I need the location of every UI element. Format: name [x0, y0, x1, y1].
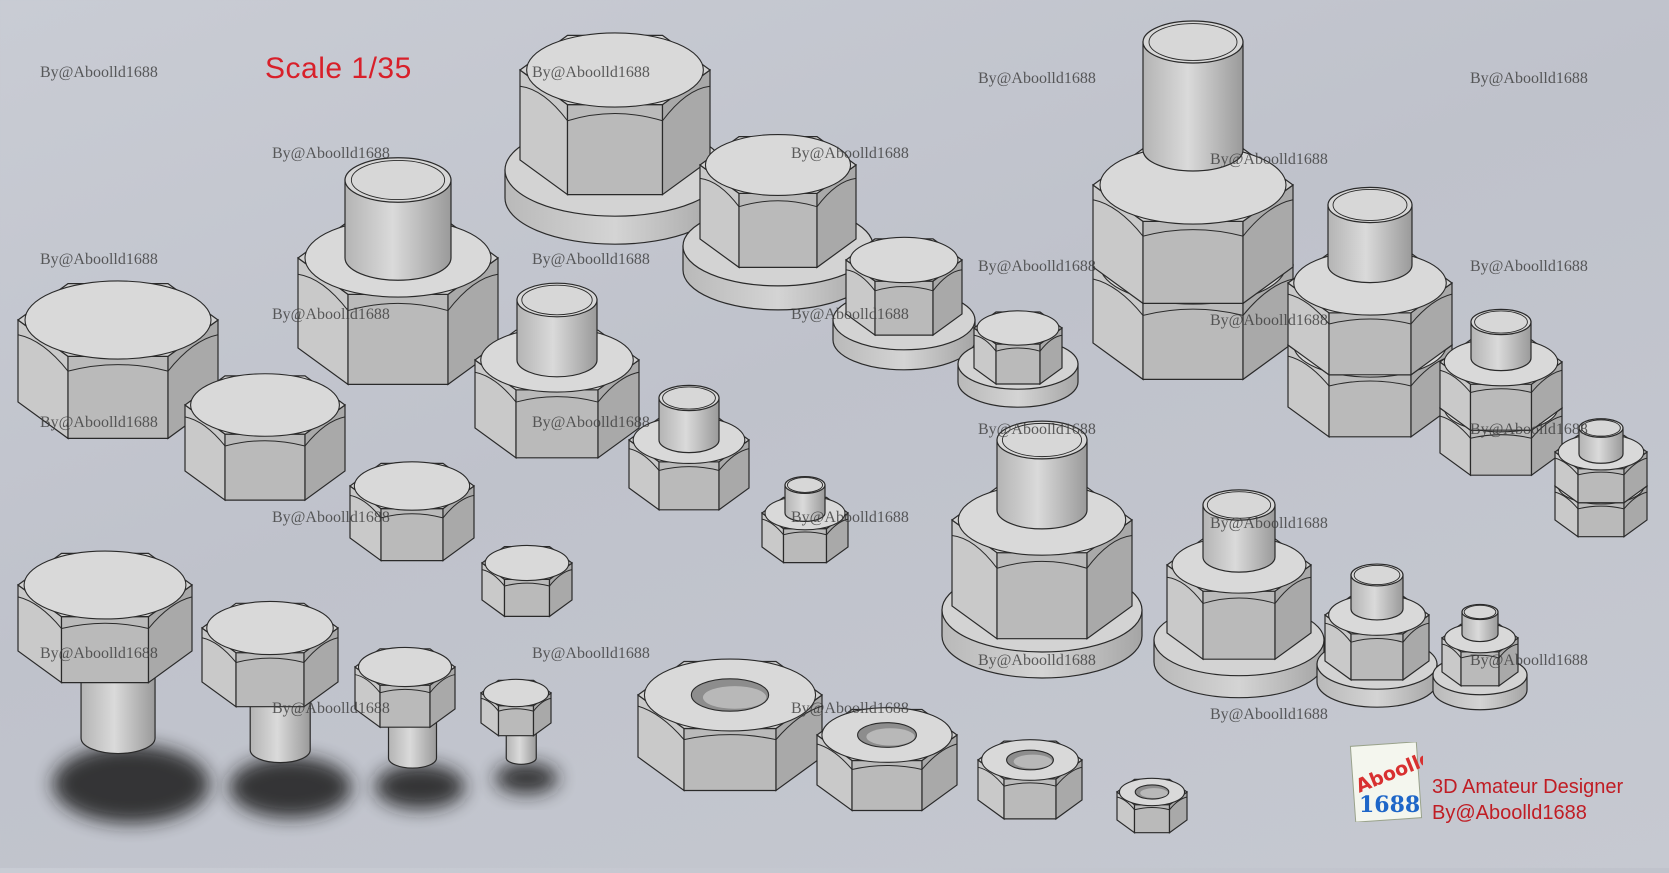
watermark: By@Aboolld1688	[40, 64, 158, 81]
scale-title: Scale 1/35	[265, 52, 412, 85]
watermark: By@Aboolld1688	[978, 421, 1096, 438]
watermark: By@Aboolld1688	[978, 70, 1096, 87]
cap-dome	[1202, 489, 1276, 573]
cast-shadow	[52, 744, 210, 824]
author-credit: 3D Amateur Designer By@Aboolld1688	[1432, 774, 1623, 826]
aboolld-logo: Aboolld 1688	[1349, 741, 1436, 823]
watermark: By@Aboolld1688	[1470, 70, 1588, 87]
watermark: By@Aboolld1688	[532, 414, 650, 431]
watermark: By@Aboolld1688	[532, 645, 650, 662]
upper-nut	[1091, 145, 1295, 305]
threaded-stud	[1578, 418, 1624, 464]
cap-dome	[1350, 563, 1404, 621]
threaded-stud	[1142, 20, 1244, 172]
watermark: By@Aboolld1688	[1210, 515, 1328, 532]
watermark: By@Aboolld1688	[272, 700, 390, 717]
cast-shadow	[495, 762, 558, 794]
bolt-head	[16, 550, 194, 684]
cap-dome	[784, 476, 826, 522]
threaded-stud	[1470, 308, 1532, 372]
watermark: By@Aboolld1688	[40, 645, 158, 662]
watermark: By@Aboolld1688	[791, 306, 909, 323]
watermark: By@Aboolld1688	[532, 64, 650, 81]
watermark: By@Aboolld1688	[1470, 258, 1588, 275]
cap-dome	[516, 282, 598, 378]
hex-nut	[480, 544, 574, 618]
hex-nut	[16, 280, 220, 440]
hex-nut	[348, 461, 476, 562]
hex-nut	[1115, 777, 1189, 834]
cap-dome	[996, 420, 1088, 530]
watermark: By@Aboolld1688	[40, 414, 158, 431]
cap-dome	[658, 384, 720, 454]
watermark: By@Aboolld1688	[978, 258, 1096, 275]
watermark: By@Aboolld1688	[1470, 421, 1588, 438]
watermark: By@Aboolld1688	[1210, 706, 1328, 723]
bolt-head	[479, 678, 553, 737]
flange-nut	[698, 133, 858, 269]
watermark: By@Aboolld1688	[791, 145, 909, 162]
flange-nut	[972, 310, 1064, 386]
cast-shadow	[375, 764, 465, 809]
bolt-head	[353, 646, 457, 729]
watermark: By@Aboolld1688	[532, 251, 650, 268]
bolt-head	[200, 600, 340, 708]
watermark: By@Aboolld1688	[1210, 151, 1328, 168]
watermark: By@Aboolld1688	[272, 509, 390, 526]
watermark: By@Aboolld1688	[978, 652, 1096, 669]
watermark: By@Aboolld1688	[1470, 652, 1588, 669]
hex-nut	[636, 658, 824, 792]
cap-dome	[1461, 603, 1499, 643]
flange-nut	[844, 236, 964, 337]
logo-number: 1688	[1359, 792, 1420, 818]
watermark: By@Aboolld1688	[1210, 312, 1328, 329]
watermark: By@Aboolld1688	[272, 306, 390, 323]
watermark: By@Aboolld1688	[791, 700, 909, 717]
credit-line-1: 3D Amateur Designer	[1432, 776, 1624, 798]
watermark: By@Aboolld1688	[40, 251, 158, 268]
watermark: By@Aboolld1688	[272, 145, 390, 162]
cast-shadow	[229, 756, 352, 818]
threaded-stud	[1327, 186, 1413, 284]
hex-nut	[183, 373, 347, 502]
flange-nut	[518, 32, 712, 196]
hex-nut	[815, 707, 959, 812]
credit-line-2: By@Aboolld1688	[1432, 802, 1587, 824]
watermark: By@Aboolld1688	[791, 509, 909, 526]
cap-dome	[344, 157, 452, 281]
hex-nut	[976, 739, 1084, 821]
